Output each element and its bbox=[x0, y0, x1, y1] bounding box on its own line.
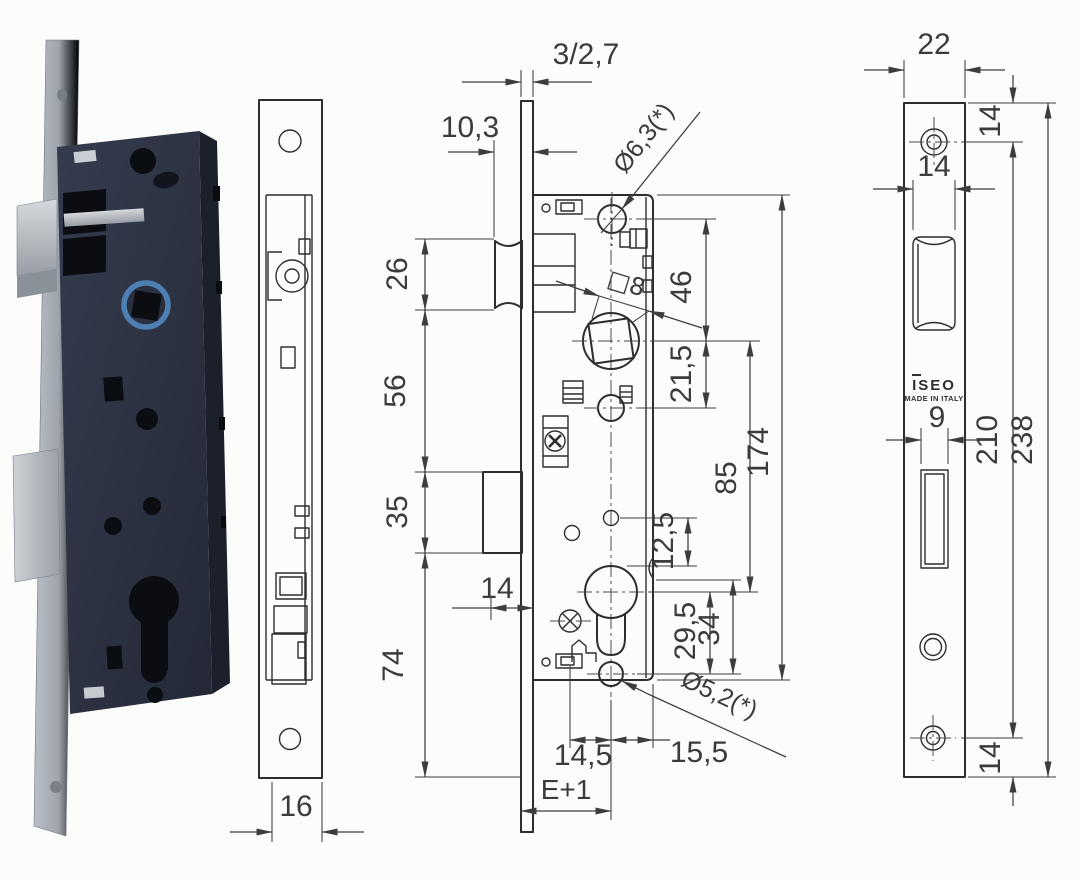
lock-body-side bbox=[199, 131, 230, 694]
dim-16-label: 16 bbox=[279, 790, 312, 823]
iseo-logo-text: ISEO bbox=[912, 377, 956, 394]
dim-16: 16 bbox=[230, 782, 364, 842]
faceplate-top-screw bbox=[909, 117, 959, 167]
dim-slot-width: 9 bbox=[886, 401, 983, 464]
hook-cutout bbox=[571, 639, 597, 662]
latch-bolt-lip bbox=[17, 269, 57, 298]
body-highlight-slot-2 bbox=[83, 686, 105, 699]
mid-hole bbox=[584, 394, 640, 422]
roller-width-label: 14 bbox=[917, 150, 950, 183]
dim-faceplate-vertical: 14 210 238 14 bbox=[961, 75, 1056, 806]
case-stamps-top bbox=[541, 199, 583, 215]
faceplate-slot bbox=[920, 469, 949, 569]
made-in-italy-text: MADE IN ITALY bbox=[904, 394, 963, 403]
main-view: Ø6,3(*) bbox=[377, 38, 790, 833]
dim-front-offset: 10,3 bbox=[441, 111, 577, 237]
screw-distance-label: 210 bbox=[971, 415, 1004, 465]
mid-height-label: 56 bbox=[379, 374, 412, 407]
bottom-hole-offset-label: 14 bbox=[974, 741, 1007, 774]
spindle-square-hole bbox=[130, 290, 162, 322]
lower-height-label: 74 bbox=[377, 648, 410, 681]
deadbolt-drawn bbox=[482, 471, 523, 554]
spindle-to-cylinder-label: 85 bbox=[710, 461, 743, 494]
dim-plate-thickness: 3/2,7 bbox=[462, 38, 619, 97]
deadbolt bbox=[12, 448, 61, 583]
body-highlight-slot bbox=[73, 149, 97, 164]
bottom-back-label: 15,5 bbox=[670, 736, 728, 769]
bottom-front-label: 14,5 bbox=[554, 739, 612, 772]
dim-faceplate-width: 22 bbox=[864, 28, 1005, 98]
dim-left-chain: 26 56 35 74 bbox=[377, 238, 520, 778]
iseo-logo: ISEO MADE IN ITALY bbox=[904, 374, 963, 403]
faceplate-view: ISEO MADE IN ITALY 22 bbox=[864, 28, 1056, 806]
case-height-label: 174 bbox=[742, 427, 775, 477]
case-stamp-battery bbox=[619, 228, 648, 249]
spindle-to-hole-label: 21,5 bbox=[665, 345, 698, 403]
small-hole-left bbox=[563, 524, 581, 542]
cylinder-screw bbox=[550, 609, 592, 633]
lock-body-front bbox=[57, 131, 212, 714]
dim-deadbolt-14: 14 bbox=[452, 572, 534, 620]
bottom-fixing-hole bbox=[587, 661, 637, 687]
spindle-pin bbox=[63, 208, 145, 227]
slot-width-label: 9 bbox=[929, 401, 946, 434]
deadbolt-height-label: 35 bbox=[381, 495, 414, 528]
hole-to-spindle-label: 46 bbox=[665, 270, 698, 303]
cyl-offset-3-label: 34 bbox=[693, 612, 726, 645]
top-hole-offset-label: 14 bbox=[974, 104, 1007, 137]
roller-height-label: 26 bbox=[381, 257, 414, 290]
front-offset-label: 10,3 bbox=[441, 111, 499, 144]
faceplate-screw bbox=[50, 781, 62, 793]
cyl-offset-1-label: 12,5 bbox=[647, 512, 680, 570]
body-side-slots bbox=[213, 186, 226, 528]
faceplate-roller-opening bbox=[912, 236, 956, 331]
small-hole-center bbox=[602, 509, 620, 527]
latch-bolt bbox=[16, 198, 58, 277]
dim-right-side: 46 21,5 12,5 29,5 34 85 174 bbox=[620, 194, 790, 681]
faceplate-bottom-screw bbox=[910, 715, 956, 761]
main-faceplate-strip bbox=[520, 100, 534, 833]
faceplate-width-label: 22 bbox=[917, 28, 950, 61]
spindle-follower bbox=[572, 312, 652, 370]
deadbolt-dim-label: 14 bbox=[480, 572, 513, 605]
case-edge-tabs bbox=[642, 255, 654, 579]
dim-top-hole-dia: Ø6,3(*) bbox=[600, 98, 701, 234]
backset-label: E+1 bbox=[541, 774, 592, 805]
dim-bottom: 14,5 15,5 E+1 bbox=[520, 666, 728, 820]
hatched-stamps bbox=[562, 380, 633, 404]
total-height-label: 238 bbox=[1006, 415, 1039, 465]
side-view-case bbox=[265, 194, 313, 685]
faceplate-hole bbox=[57, 89, 67, 101]
adjuster-screw bbox=[542, 415, 569, 468]
case-stamps-bottom bbox=[541, 653, 583, 669]
faceplate-mid-hole bbox=[919, 633, 947, 661]
roller-latch bbox=[494, 233, 576, 313]
plate-thickness-label: 3/2,7 bbox=[553, 38, 620, 71]
cyl-offset-2-label: 29,5 bbox=[669, 602, 702, 660]
side-view: 16 bbox=[230, 99, 364, 842]
dim-roller-width: 14 bbox=[873, 150, 995, 230]
body-cutouts bbox=[63, 148, 179, 703]
top-hole-dia-label: Ø6,3(*) bbox=[608, 98, 680, 179]
euro-cylinder-hole bbox=[577, 565, 648, 656]
lock-case-outline bbox=[532, 194, 654, 681]
photo-view-lock bbox=[12, 39, 230, 837]
